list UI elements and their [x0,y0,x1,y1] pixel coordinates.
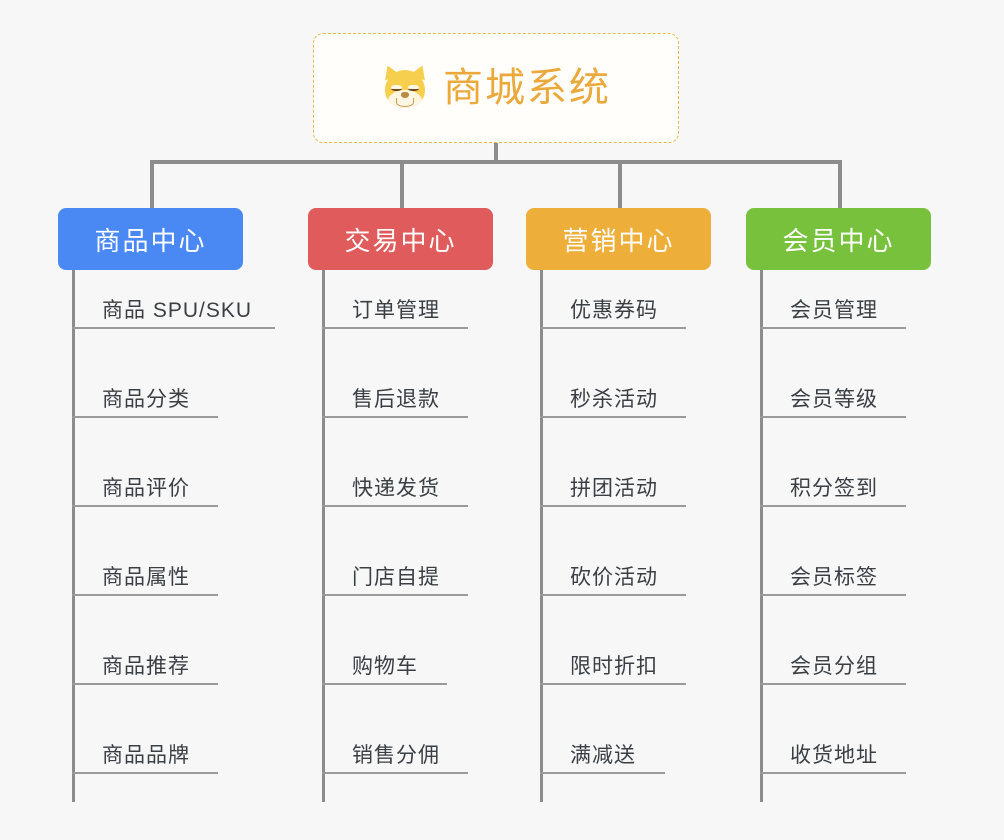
leaf-label: 收货地址 [790,744,878,767]
dog-face-icon [380,62,430,112]
leaf-label: 拼团活动 [570,477,658,500]
leaf-label: 订单管理 [352,299,440,322]
leaf-item-3-1[interactable]: 优惠券码 [540,300,686,329]
leaf-label: 商品推荐 [102,655,190,678]
leaf-item-3-4[interactable]: 砍价活动 [540,567,686,596]
leaf-item-3-5[interactable]: 限时折扣 [540,656,686,685]
leaf-item-1-6[interactable]: 商品品牌 [72,745,218,774]
branch-trunk-2 [322,270,325,802]
connector-root-stem [494,143,498,162]
leaf-item-4-3[interactable]: 积分签到 [760,478,906,507]
leaf-item-3-2[interactable]: 秒杀活动 [540,389,686,418]
branch-header-1[interactable]: 商品中心 [58,208,243,270]
connector-drop-4 [838,160,842,210]
leaf-item-1-4[interactable]: 商品属性 [72,567,218,596]
leaf-label: 商品 SPU/SKU [102,299,253,322]
leaf-label: 会员管理 [790,299,878,322]
branch-header-3[interactable]: 营销中心 [526,208,711,270]
leaf-item-4-1[interactable]: 会员管理 [760,300,906,329]
leaf-item-1-1[interactable]: 商品 SPU/SKU [72,300,275,329]
branch-trunk-4 [760,270,763,802]
leaf-label: 商品分类 [102,388,190,411]
branch-header-label-1: 商品中心 [94,225,207,256]
leaf-label: 快递发货 [352,477,440,500]
leaf-item-1-2[interactable]: 商品分类 [72,389,218,418]
branch-trunk-3 [540,270,543,802]
leaf-label: 商品品牌 [102,744,190,767]
leaf-label: 门店自提 [352,566,440,589]
leaf-item-2-6[interactable]: 销售分佣 [322,745,468,774]
leaf-label: 会员标签 [790,566,878,589]
connector-horizontal-bus [150,160,842,164]
leaf-item-1-5[interactable]: 商品推荐 [72,656,218,685]
leaf-label: 购物车 [352,655,418,678]
branch-header-label-4: 会员中心 [782,225,895,256]
leaf-item-4-6[interactable]: 收货地址 [760,745,906,774]
leaf-item-2-1[interactable]: 订单管理 [322,300,468,329]
leaf-item-3-6[interactable]: 满减送 [540,745,665,774]
leaf-label: 会员分组 [790,655,878,678]
leaf-item-2-3[interactable]: 快递发货 [322,478,468,507]
leaf-label: 商品属性 [102,566,190,589]
leaf-item-4-5[interactable]: 会员分组 [760,656,906,685]
connector-drop-2 [400,160,404,210]
branch-header-2[interactable]: 交易中心 [308,208,493,270]
branch-header-label-3: 营销中心 [562,225,675,256]
root-node[interactable]: 商城系统 [313,33,679,143]
leaf-label: 优惠券码 [570,299,658,322]
leaf-item-2-2[interactable]: 售后退款 [322,389,468,418]
leaf-label: 积分签到 [790,477,878,500]
leaf-item-2-5[interactable]: 购物车 [322,656,447,685]
root-title: 商城系统 [443,66,611,110]
leaf-item-3-3[interactable]: 拼团活动 [540,478,686,507]
leaf-label: 销售分佣 [352,744,440,767]
branch-header-label-2: 交易中心 [344,225,457,256]
leaf-label: 会员等级 [790,388,878,411]
leaf-item-4-2[interactable]: 会员等级 [760,389,906,418]
leaf-item-1-3[interactable]: 商品评价 [72,478,218,507]
connector-drop-1 [150,160,154,210]
leaf-label: 限时折扣 [570,655,658,678]
connector-drop-3 [618,160,622,210]
leaf-label: 商品评价 [102,477,190,500]
leaf-label: 满减送 [570,744,636,767]
leaf-item-4-4[interactable]: 会员标签 [760,567,906,596]
branch-trunk-1 [72,270,75,802]
leaf-item-2-4[interactable]: 门店自提 [322,567,468,596]
branch-header-4[interactable]: 会员中心 [746,208,931,270]
leaf-label: 售后退款 [352,388,440,411]
leaf-label: 砍价活动 [570,566,658,589]
leaf-label: 秒杀活动 [570,388,658,411]
